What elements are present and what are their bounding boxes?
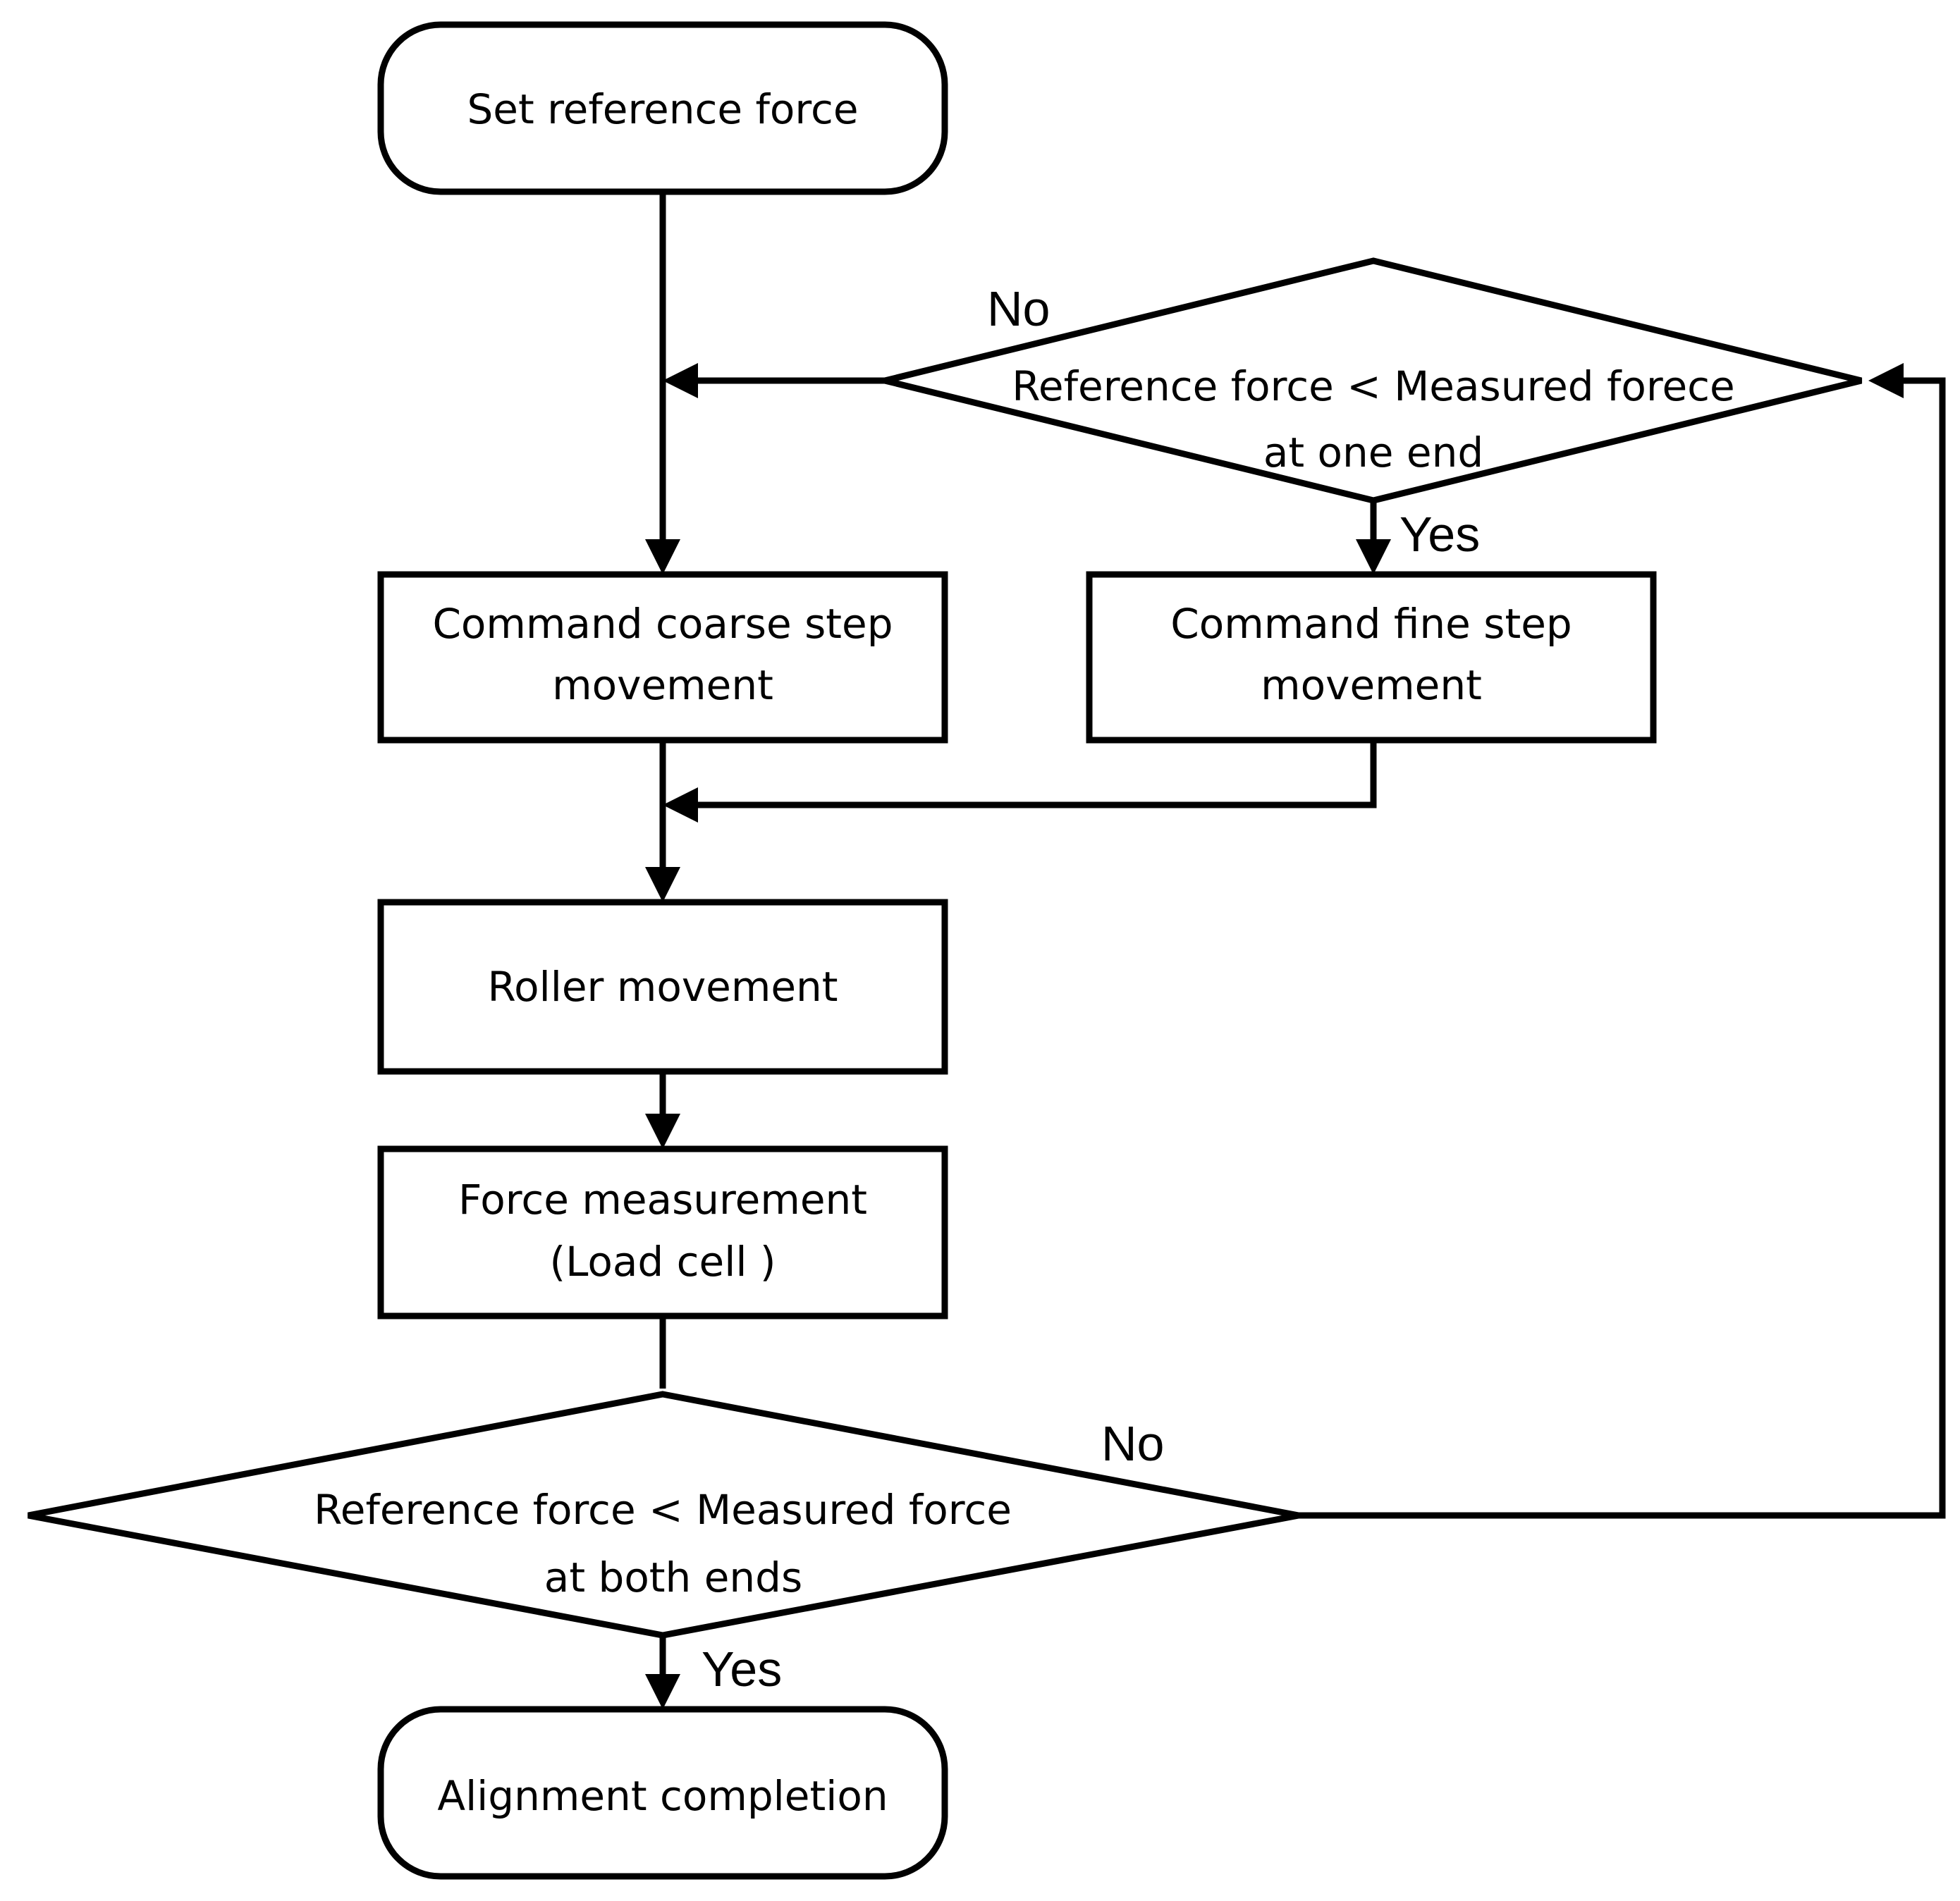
decision-one-end (883, 257, 1863, 504)
arrowhead-into-coarse (645, 539, 680, 574)
roller-movement-label: Roller movement (487, 963, 838, 1011)
start-terminator (377, 21, 948, 195)
coarse-step-line1: Command coarse step (432, 600, 893, 648)
edge-fine-to-merge (698, 740, 1377, 808)
edge-decision2-no-loop (1299, 377, 1946, 1519)
arrowhead-into-merge (663, 787, 698, 823)
fine-step-line2: movement (1261, 661, 1482, 709)
roller-movement-process (377, 899, 948, 1075)
force-measurement-line2: (Load cell ) (549, 1238, 776, 1286)
arrowhead-into-roller (645, 867, 680, 902)
start-label: Set reference force (467, 85, 858, 133)
edge-label-both-ends-yes: Yes (702, 1642, 782, 1697)
arrowhead-into-main-line-top (663, 363, 698, 398)
arrowhead-into-end (645, 1674, 680, 1709)
arrowhead-into-measure (645, 1114, 680, 1149)
coarse-step-process (377, 571, 948, 744)
arrowhead-into-fine (1356, 539, 1391, 574)
end-label: Alignment completion (437, 1772, 888, 1820)
edge-label-one-end-no: No (987, 281, 1050, 336)
decision-both-ends (27, 1391, 1299, 1639)
fine-step-process (1086, 571, 1657, 744)
force-measurement-process (377, 1145, 948, 1319)
force-measurement-line1: Force measurement (458, 1176, 867, 1224)
coarse-step-line2: movement (552, 661, 773, 709)
edge-label-one-end-yes: Yes (1399, 507, 1480, 562)
edge-label-both-ends-no: No (1101, 1416, 1164, 1471)
decision-both-ends-line1: Reference force < Measured force (314, 1486, 1012, 1534)
arrowhead-into-decision1 (1868, 363, 1904, 398)
end-terminator (377, 1706, 948, 1880)
decision-both-ends-line2: at both ends (544, 1554, 802, 1601)
decision-one-end-line2: at one end (1263, 429, 1483, 476)
fine-step-line1: Command fine step (1170, 600, 1572, 648)
decision-one-end-line1: Reference force < Measured forece (1012, 362, 1735, 410)
